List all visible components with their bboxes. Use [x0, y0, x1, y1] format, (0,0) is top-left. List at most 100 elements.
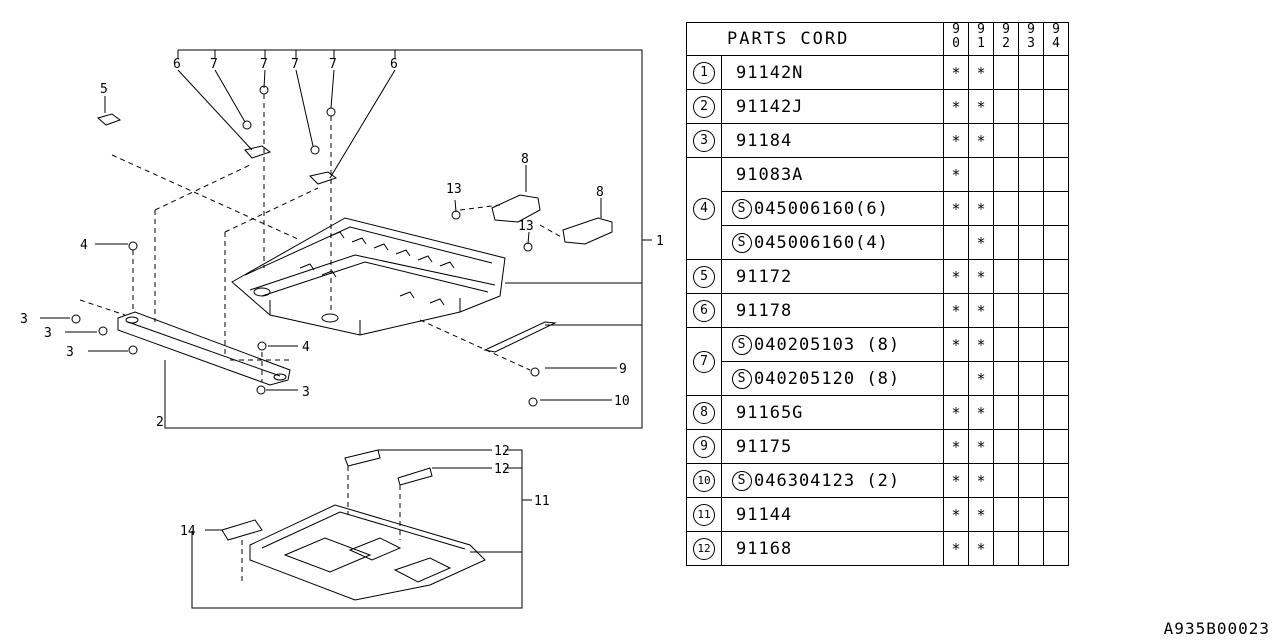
part-code-cell: 91168	[721, 531, 944, 566]
year-availability-cell: *	[943, 259, 969, 294]
part-code: 91175	[736, 436, 793, 457]
year-availability-cell: *	[968, 259, 994, 294]
year-availability-cell: *	[943, 327, 969, 362]
year-availability-cell	[1043, 395, 1069, 430]
part-code: 91083A	[736, 164, 804, 185]
year-availability-cell	[1018, 89, 1044, 124]
year-availability-cell	[1018, 123, 1044, 158]
year-availability-cell	[1043, 497, 1069, 532]
year-availability-cell	[1018, 327, 1044, 362]
year-availability-cell	[993, 497, 1019, 532]
part-code: 91172	[736, 266, 793, 287]
part-code: 91184	[736, 130, 793, 151]
year-availability-cell: *	[968, 327, 994, 362]
callout-14: 14	[180, 524, 196, 539]
callout-3: 3	[302, 385, 310, 400]
part-code: 91178	[736, 300, 793, 321]
part-code-cell: 91142N	[721, 55, 944, 90]
callout-9: 9	[619, 362, 627, 377]
callout-7: 7	[291, 57, 299, 72]
year-availability-cell: *	[943, 191, 969, 226]
callout-6: 6	[173, 57, 181, 72]
year-availability-cell: *	[968, 89, 994, 124]
year-availability-cell: *	[943, 395, 969, 430]
year-availability-cell	[993, 89, 1019, 124]
year-availability-cell	[1018, 259, 1044, 294]
part-code: 91168	[736, 538, 793, 559]
standard-part-symbol: S	[732, 368, 752, 389]
part-code-cell: 91178	[721, 293, 944, 328]
callout-3: 3	[66, 345, 74, 360]
part-code: 91165G	[736, 402, 804, 423]
part-code: 045006160(4)	[754, 232, 889, 253]
year-availability-cell	[993, 157, 1019, 192]
ref-number-cell: 3	[686, 123, 722, 158]
part-code-cell: 91175	[721, 429, 944, 464]
standard-part-symbol: S	[732, 198, 752, 219]
year-availability-cell: *	[968, 191, 994, 226]
part-code: 046304123 (2)	[754, 470, 901, 491]
year-availability-cell	[1018, 463, 1044, 498]
part-code: 040205120 (8)	[754, 368, 901, 389]
callout-12: 12	[494, 444, 510, 459]
year-availability-cell: *	[968, 55, 994, 90]
callout-13: 13	[518, 219, 534, 234]
year-availability-cell	[1043, 123, 1069, 158]
year-availability-cell	[1043, 463, 1069, 498]
year-availability-cell	[993, 259, 1019, 294]
year-availability-cell	[1043, 429, 1069, 464]
year-availability-cell	[993, 463, 1019, 498]
callout-1: 1	[656, 234, 664, 249]
part-code-cell: 91184	[721, 123, 944, 158]
ref-number: 9	[693, 436, 715, 458]
year-availability-cell: *	[968, 429, 994, 464]
year-availability-cell	[993, 123, 1019, 158]
callout-8: 8	[521, 152, 529, 167]
year-availability-cell	[1018, 531, 1044, 566]
callout-4: 4	[80, 238, 88, 253]
ref-number-cell: 8	[686, 395, 722, 430]
year-availability-cell	[1043, 225, 1069, 260]
ref-number-cell: 7	[686, 327, 722, 396]
part-code-cell: 91165G	[721, 395, 944, 430]
callout-7: 7	[210, 57, 218, 72]
part-code: 040205103 (8)	[754, 334, 901, 355]
callout-3: 3	[20, 312, 28, 327]
ref-number-cell: 9	[686, 429, 722, 464]
ref-number: 7	[693, 351, 715, 373]
ref-number: 6	[693, 300, 715, 322]
ref-number-cell: 4	[686, 157, 722, 260]
year-availability-cell: *	[968, 225, 994, 260]
year-availability-cell	[1043, 157, 1069, 192]
ref-number: 12	[693, 538, 715, 560]
year-availability-cell	[993, 55, 1019, 90]
year-availability-cell: *	[968, 531, 994, 566]
year-availability-cell: *	[968, 293, 994, 328]
year-availability-cell: *	[943, 55, 969, 90]
year-availability-cell	[993, 293, 1019, 328]
year-availability-cell	[1018, 497, 1044, 532]
ref-number: 2	[693, 96, 715, 118]
part-code-cell: 91144	[721, 497, 944, 532]
year-availability-cell	[1018, 395, 1044, 430]
year-availability-cell	[993, 395, 1019, 430]
ref-number-cell: 2	[686, 89, 722, 124]
year-availability-cell	[1018, 157, 1044, 192]
